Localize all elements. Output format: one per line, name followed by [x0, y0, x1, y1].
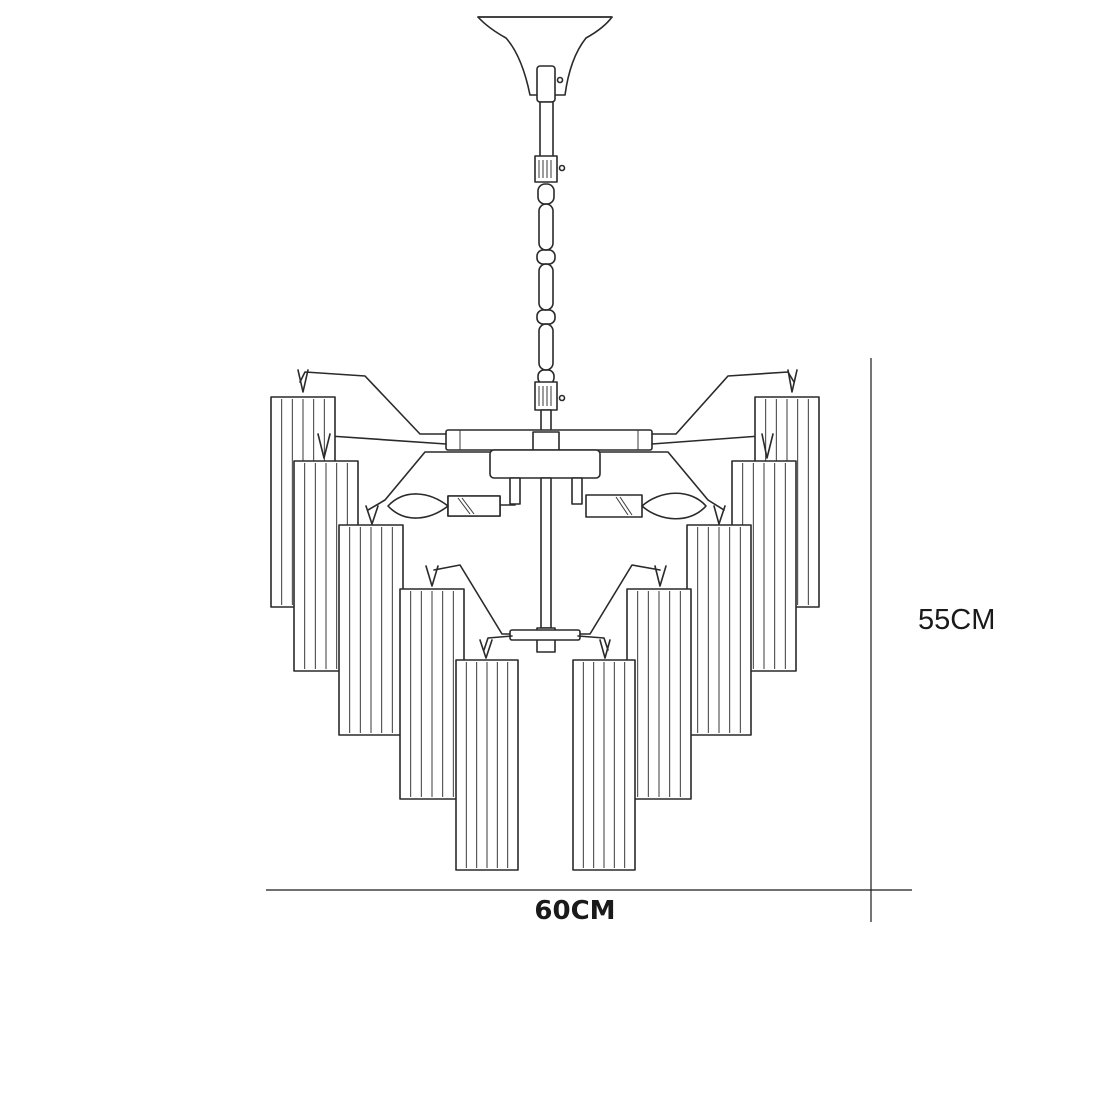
lower-arms	[433, 564, 661, 651]
width-dimension-label: 60CM	[534, 896, 616, 926]
height-dimension-label: 55CM	[918, 604, 996, 636]
shade-hooks	[297, 369, 798, 659]
upper-rod	[534, 101, 566, 183]
candle-bulb-right	[585, 492, 707, 520]
glass-shade	[572, 659, 636, 871]
chain	[536, 183, 556, 385]
ceiling-canopy	[477, 16, 613, 103]
glass-shade	[399, 588, 465, 800]
central-body	[445, 381, 653, 653]
glass-shade	[455, 659, 519, 871]
glass-shade	[338, 524, 404, 736]
glass-shade	[686, 524, 752, 736]
glass-shade	[626, 588, 692, 800]
candle-bulb-left	[387, 493, 516, 519]
glass-shades	[270, 396, 820, 871]
